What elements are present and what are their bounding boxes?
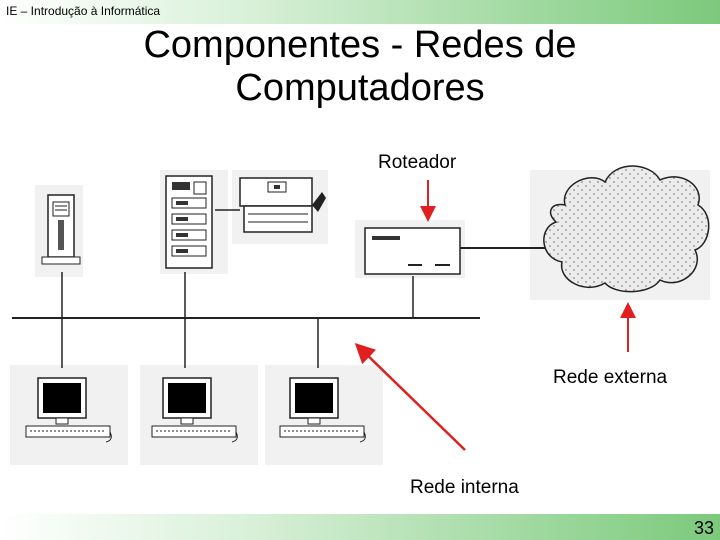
mainframe-icon	[165, 175, 213, 269]
workstation-icon-2	[151, 377, 238, 443]
workstation-icon-1	[25, 377, 112, 443]
footer-bar	[0, 514, 720, 540]
router-label: Roteador	[378, 152, 457, 173]
page-number: 33	[693, 518, 714, 538]
internal-network-label: Rede interna	[410, 477, 519, 498]
router-icon	[364, 227, 461, 275]
server-icon	[41, 194, 81, 265]
header-bar	[0, 0, 720, 24]
workstation-icon-3	[279, 377, 366, 443]
internal-arrow	[354, 343, 466, 451]
printer-icon	[239, 177, 326, 233]
slide-title: Componentes - Redes de Computadores	[143, 24, 577, 109]
course-title: IE – Introdução à Informática	[6, 4, 161, 18]
external-network-label: Rede externa	[553, 367, 668, 388]
internet-cloud	[543, 165, 710, 293]
